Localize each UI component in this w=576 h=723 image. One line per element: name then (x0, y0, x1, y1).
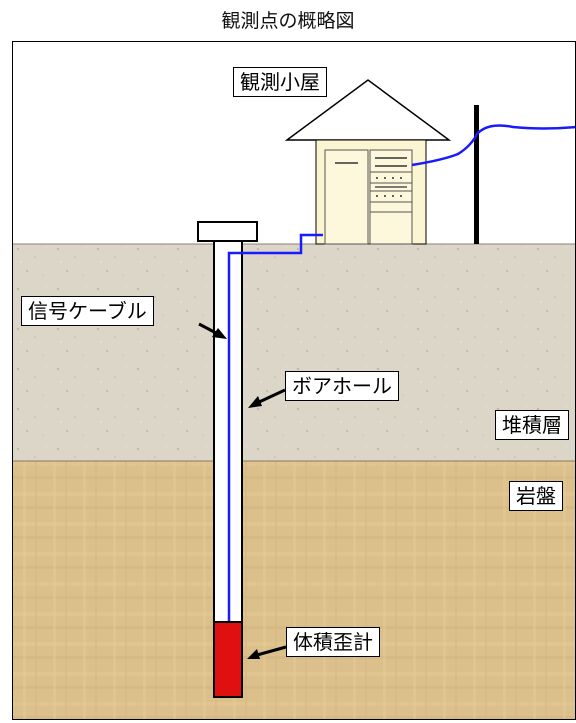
sediment-layer (13, 244, 575, 461)
strainmeter-arrow (256, 645, 287, 657)
strainmeter-label: 体積歪計 (286, 627, 380, 657)
signal-cable-arrow (198, 322, 219, 336)
diagram-svg (13, 79, 575, 719)
bedrock-layer (13, 461, 575, 719)
hut-equipment-rack (369, 149, 413, 245)
borehole-arrow (256, 388, 286, 405)
sediment-label: 堆積層 (495, 410, 569, 440)
bedrock-label: 岩盤 (509, 481, 563, 511)
hut-cabinet (324, 149, 369, 245)
strainmeter-body (213, 621, 243, 698)
utility-pole (474, 105, 479, 244)
signal-cable-label: 信号ケーブル (21, 296, 154, 326)
power-cable (411, 124, 575, 167)
signal-cable (227, 233, 323, 622)
borehole-cap (197, 221, 258, 242)
hut-label: 観測小屋 (233, 67, 327, 97)
borehole-label: ボアホール (285, 371, 399, 401)
diagram-title: 観測点の概略図 (221, 10, 355, 32)
diagram-frame: 観測小屋 信号ケーブル ボアホール 堆積層 岩盤 体積歪計 (12, 41, 576, 720)
label-arrows (198, 322, 287, 659)
observation-hut (284, 79, 452, 245)
